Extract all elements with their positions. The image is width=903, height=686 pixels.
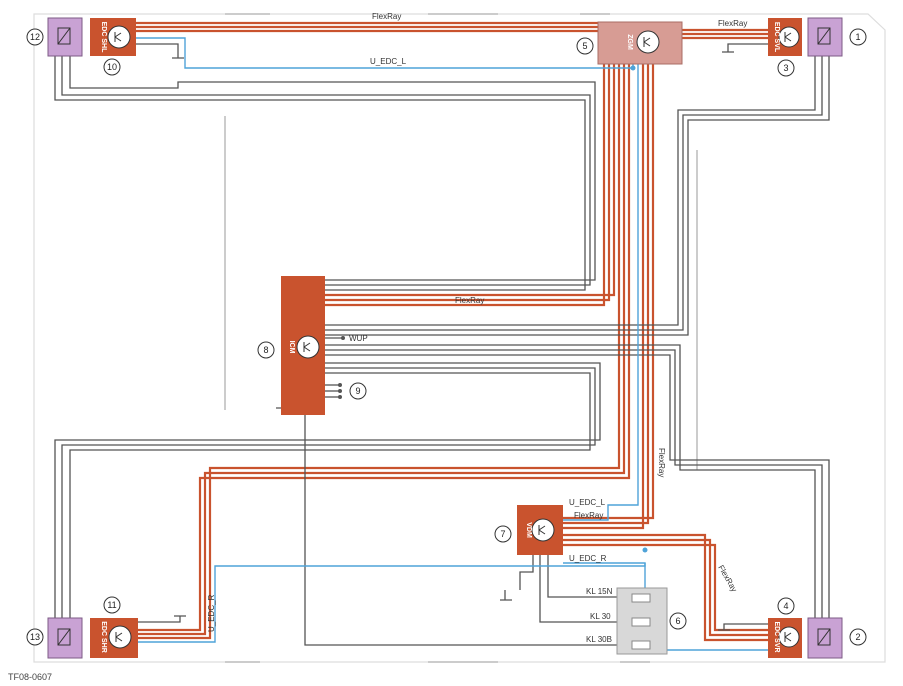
callout-10: 10 bbox=[107, 62, 117, 72]
ground-symbols bbox=[135, 43, 768, 631]
sensor-12 bbox=[47, 17, 83, 57]
module-edc-svl: EDC SVL bbox=[768, 18, 802, 56]
callouts bbox=[26, 28, 867, 646]
label-u-edc-r-left: U_EDC_R bbox=[207, 594, 216, 632]
callout-2: 2 bbox=[855, 632, 860, 642]
stub-terminals bbox=[338, 336, 345, 399]
callout-6: 6 bbox=[675, 616, 680, 626]
sensor-13 bbox=[47, 617, 83, 659]
module-edc-svl-label: EDC SVL bbox=[773, 22, 780, 53]
label-kl30: KL 30 bbox=[590, 612, 611, 621]
module-edc-svr-label: EDC SVR bbox=[773, 621, 780, 652]
module-edc-shr: EDC SHR bbox=[90, 618, 138, 658]
module-edc-shl-label: EDC SHL bbox=[100, 22, 107, 53]
module-zgm: ZGM bbox=[597, 21, 683, 65]
module-vdm-label: VDM bbox=[525, 522, 532, 538]
callout-7: 7 bbox=[500, 529, 505, 539]
callout-1: 1 bbox=[855, 32, 860, 42]
junction-dots bbox=[630, 65, 648, 553]
module-vdm: VDM bbox=[517, 505, 563, 555]
callout-5: 5 bbox=[582, 41, 587, 51]
label-u-edc-l-vdm: U_EDC_L bbox=[569, 498, 606, 507]
label-kl30b: KL 30B bbox=[586, 635, 612, 644]
sensor-2 bbox=[807, 617, 843, 659]
label-flexray-vert: FlexRay bbox=[657, 448, 666, 477]
sensor-1 bbox=[807, 17, 843, 57]
frame-border bbox=[33, 13, 886, 663]
callout-12: 12 bbox=[30, 32, 40, 42]
label-flexray-vdm: FlexRay bbox=[574, 511, 603, 520]
callout-11: 11 bbox=[107, 600, 116, 610]
callout-4: 4 bbox=[783, 601, 788, 611]
label-flexray-lower: FlexRay bbox=[716, 564, 738, 594]
module-icm-label: ICM bbox=[288, 341, 295, 354]
callout-9: 9 bbox=[355, 386, 360, 396]
callout-8: 8 bbox=[263, 345, 268, 355]
label-kl15n: KL 15N bbox=[586, 587, 613, 596]
module-edc-svr: EDC SVR bbox=[768, 618, 802, 658]
module-edc-shl: EDC SHL bbox=[90, 18, 136, 56]
callout-13: 13 bbox=[30, 632, 40, 642]
label-u-edc-l-top: U_EDC_L bbox=[370, 57, 407, 66]
label-flexray-topright: FlexRay bbox=[718, 19, 747, 28]
flexray-wires bbox=[135, 21, 768, 642]
callout-numbers: 12 10 5 3 1 8 9 7 6 11 13 4 2 bbox=[30, 32, 861, 642]
module-zgm-label: ZGM bbox=[626, 34, 633, 50]
blue-wires bbox=[135, 37, 768, 651]
figure-id: TF08-0607 bbox=[8, 672, 52, 682]
fuse-box bbox=[616, 587, 668, 655]
label-flexray-top: FlexRay bbox=[372, 12, 401, 21]
label-u-edc-r-vdm: U_EDC_R bbox=[569, 554, 607, 563]
module-icm: ICM bbox=[281, 276, 325, 415]
label-wup: WUP bbox=[349, 334, 368, 343]
module-edc-shr-label: EDC SHR bbox=[100, 621, 107, 653]
callout-3: 3 bbox=[783, 63, 788, 73]
frame-marks bbox=[224, 13, 698, 663]
grey-wires bbox=[54, 55, 830, 646]
label-flexray-mid: FlexRay bbox=[455, 296, 484, 305]
